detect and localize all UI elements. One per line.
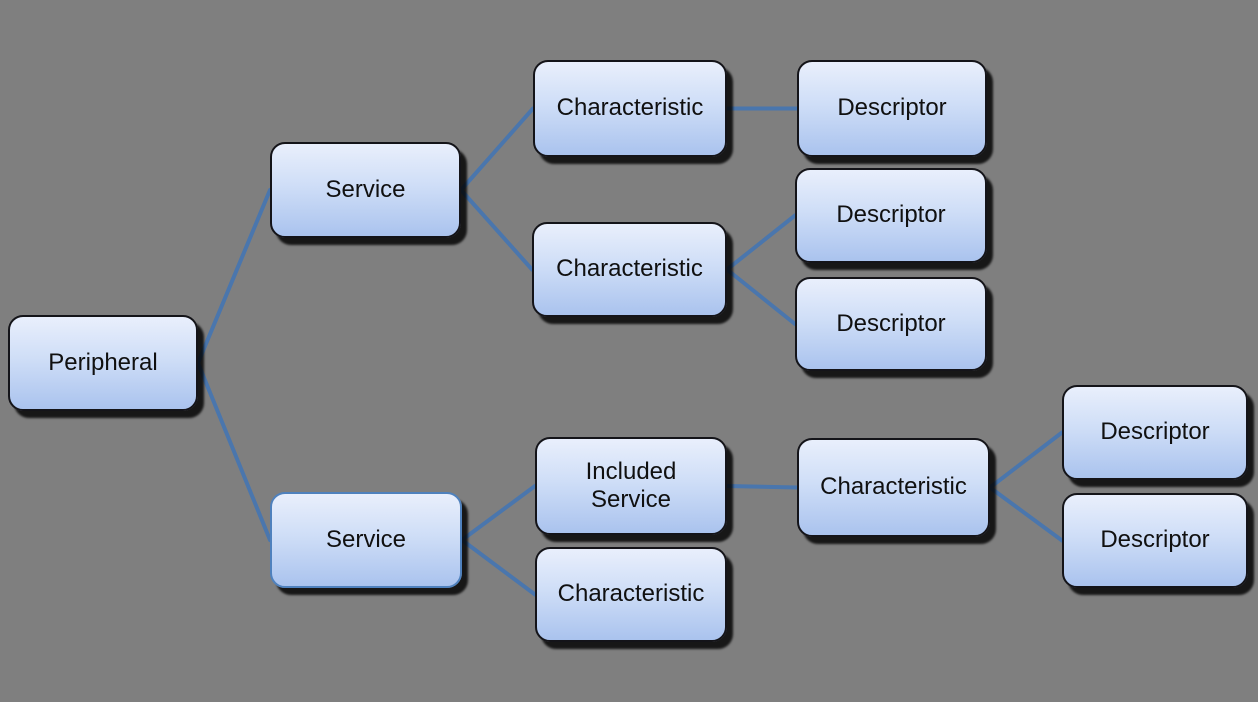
connector-characteristic_1b-descriptor_1b1 [725, 213, 797, 272]
node-descriptor-1a1: Descriptor [797, 60, 987, 157]
connector-included_service-characteristic_2a [725, 484, 799, 490]
node-characteristic-2a: Characteristic [797, 438, 990, 537]
connector-characteristic_1b-descriptor_1b2 [725, 267, 797, 326]
connector-service_1-characteristic_1b [459, 188, 534, 272]
node-characteristic-2b: Characteristic [535, 547, 727, 642]
node-peripheral: Peripheral [8, 315, 198, 411]
node-service-1: Service [270, 142, 461, 238]
node-characteristic-1a: Characteristic [533, 60, 727, 157]
node-descriptor-2a1: Descriptor [1062, 385, 1248, 480]
connector-service_1-characteristic_1a [459, 106, 535, 192]
node-descriptor-1b2: Descriptor [795, 277, 987, 371]
node-characteristic-1b: Characteristic [532, 222, 727, 317]
connector-characteristic_2a-descriptor_2a1 [988, 430, 1064, 490]
connector-service_2-characteristic_2b [460, 538, 537, 597]
node-service-2: Service [270, 492, 462, 588]
node-descriptor-2a2: Descriptor [1062, 493, 1248, 588]
connector-peripheral-service_1 [196, 188, 272, 365]
connector-characteristic_2a-descriptor_2a2 [988, 485, 1064, 543]
node-descriptor-1b1: Descriptor [795, 168, 987, 263]
node-included-service: Included Service [535, 437, 727, 535]
connector-service_2-included_service [460, 484, 537, 542]
connector-peripheral-service_2 [196, 361, 272, 542]
